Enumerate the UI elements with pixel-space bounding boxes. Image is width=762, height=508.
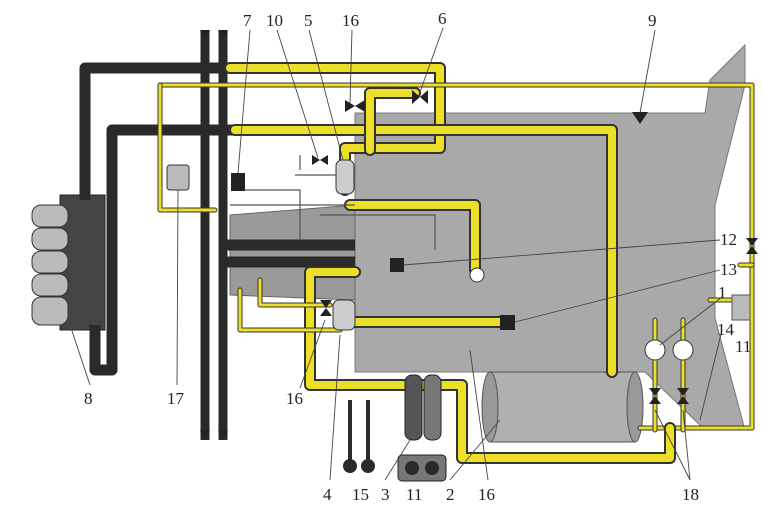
pump-5 [335,159,355,195]
callout-labels: 7 10 5 16 6 9 12 13 1 14 11 8 17 16 4 15… [84,9,751,504]
label-1: 1 [718,283,727,302]
sensor-13 [500,315,515,330]
label-3: 3 [381,485,390,504]
label-16-top: 16 [342,11,359,30]
label-10: 10 [266,11,283,30]
filter-17 [166,164,190,191]
label-12: 12 [720,230,737,249]
radiator [31,194,106,331]
label-2: 2 [446,485,455,504]
label-16-bottom: 16 [478,485,495,504]
label-5: 5 [304,11,313,30]
label-13: 13 [720,260,737,279]
label-16-left: 16 [286,389,303,408]
label-4: 4 [323,485,332,504]
label-6: 6 [438,9,447,28]
label-14: 14 [717,320,735,339]
receiver-tank [481,371,644,443]
thermostat-7 [231,173,245,191]
label-7: 7 [243,11,252,30]
label-8: 8 [84,389,93,408]
tank-cap-9 [632,112,648,124]
gauge-1b [672,339,694,361]
pump-4 [332,299,356,331]
label-11-right: 11 [735,337,751,356]
engine-front [229,204,356,301]
black-pipes [79,30,462,482]
label-17: 17 [167,389,185,408]
leader-lines [69,27,723,481]
sensor-12-bulb [469,267,485,283]
label-9: 9 [648,11,657,30]
label-18: 18 [682,485,699,504]
valve-box-11 [731,294,751,321]
valves [200,30,758,440]
label-15: 15 [352,485,369,504]
label-11-bottom: 11 [406,485,422,504]
sensor-12 [390,258,404,272]
filter-3 [404,374,442,441]
